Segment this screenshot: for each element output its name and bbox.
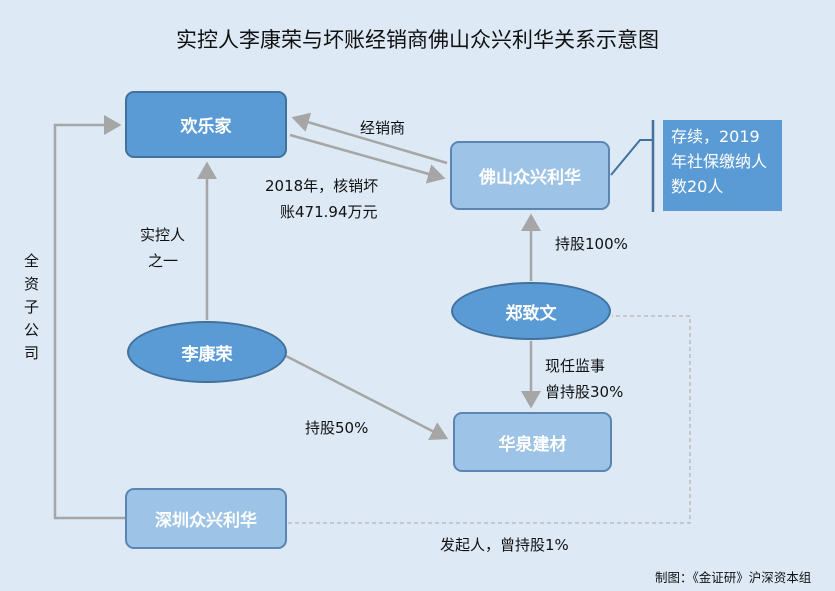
arrow-likangrong-to-huaquan — [285, 354, 449, 441]
node-huaquan: 华泉建材 — [453, 412, 612, 472]
label-founder: 发起人，曾持股1% — [440, 536, 569, 554]
label-writeoff-2: 账471.94万元 — [280, 203, 378, 221]
label-hold100: 持股100% — [555, 235, 628, 253]
arrow-foshan-to-huanlejia — [291, 112, 448, 165]
credit-text: 制图：《金证研》沪深资本组 — [655, 570, 812, 585]
dashed-shenzhen-zheng — [288, 315, 691, 524]
node-huanlejia: 欢乐家 — [125, 91, 287, 158]
node-zhengzhiwen: 郑致文 — [451, 282, 611, 340]
arrow-shenzhen-to-huanlejia — [53, 115, 125, 520]
node-foshan: 佛山众兴利华 — [450, 141, 610, 210]
label-supervisor-2: 曾持股30% — [545, 383, 624, 401]
label-supervisor-1: 现任监事 — [545, 357, 606, 375]
label-controller-2: 之一 — [148, 252, 179, 270]
label-controller-1: 实控人 — [140, 226, 186, 244]
diagram-title: 实控人李康荣与坏账经销商佛山众兴利华关系示意图 — [176, 28, 659, 52]
label-writeoff-1: 2018年，核销坏 — [265, 177, 379, 195]
arrow-huanlejia-to-foshan — [289, 133, 446, 184]
node-shenzhen: 深圳众兴利华 — [125, 488, 287, 549]
label-dealer: 经销商 — [360, 119, 406, 137]
label-subsidiary: 全资子公司 — [24, 252, 40, 362]
callout-note: 存续，2019年社保缴纳人数20人 — [663, 120, 782, 211]
node-likangrong: 李康荣 — [127, 321, 287, 383]
label-hold50: 持股50% — [305, 419, 369, 437]
callout-leader — [610, 139, 653, 176]
